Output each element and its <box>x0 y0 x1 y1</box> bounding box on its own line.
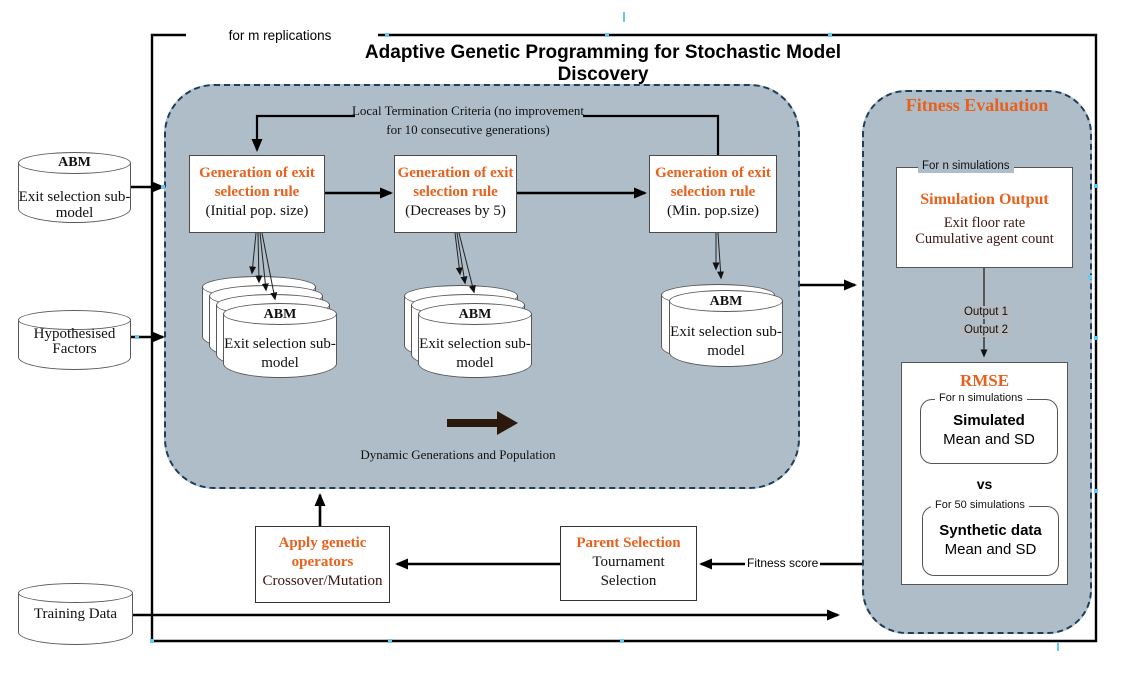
abm-submodel-cylinder: ABM Exit selection sub- model <box>18 152 131 223</box>
abm-stack-3: ABM Exit selection sub- model <box>661 284 784 368</box>
simulated-line: Mean and SD <box>943 431 1035 448</box>
selection-handle <box>161 185 165 189</box>
cylinder-top-ellipse <box>18 310 131 330</box>
generation-box-1: Generation of exit selection rule (Initi… <box>189 155 325 233</box>
termination-line-1: Local Termination Criteria (no improveme… <box>351 103 585 118</box>
rmse-title: RMSE <box>959 371 1010 390</box>
cylinder-body <box>18 594 133 645</box>
generation-box-note: (Initial pop. size) <box>205 203 309 219</box>
simulated-fieldset: For n simulations Simulated Mean and SD <box>920 392 1058 464</box>
replication-loop-label: for m replications <box>228 28 332 43</box>
generation-box-note: (Min. pop.size) <box>666 203 760 219</box>
abm-stack-1: ABM Exit selection sub- model <box>202 276 338 379</box>
rmse-box: RMSE For n simulations Simulated Mean an… <box>901 362 1068 585</box>
cylinder-text: Training Data <box>33 606 118 622</box>
cylinder-header: ABM <box>263 307 297 322</box>
abm-stack-2: ABM Exit selection sub- model <box>404 285 533 379</box>
hypothesised-factors-cylinder: Hypothesised Factors <box>18 310 131 370</box>
synthetic-legend: For 50 simulations <box>931 499 1029 512</box>
parent-selection-title: Parent Selection <box>576 535 681 551</box>
cylinder-text: model <box>707 343 745 359</box>
selection-handle <box>150 639 154 643</box>
termination-line-2: for 10 consecutive generations) <box>386 122 550 137</box>
generation-box-2: Generation of exit selection rule (Decre… <box>394 155 517 233</box>
cylinder-text: model <box>456 355 494 371</box>
vs-label: vs <box>976 476 993 492</box>
sim-output-legend: For n simulations <box>918 160 1014 173</box>
simulation-output-line: Cumulative agent count <box>915 231 1054 247</box>
cylinder-text: Hypothesised <box>33 326 116 342</box>
selection-handle <box>623 12 625 22</box>
generation-box-title: selection rule <box>670 184 756 200</box>
termination-criteria-text: Local Termination Criteria (no improveme… <box>336 101 600 139</box>
cylinder-text: Exit selection sub- <box>670 324 782 340</box>
selection-handle <box>385 33 389 37</box>
abm-stack-1-front: ABM Exit selection sub- model <box>223 303 337 378</box>
selection-handle <box>1057 642 1059 651</box>
dynamic-generations-caption: Dynamic Generations and Population <box>360 447 556 462</box>
simulated-legend: For n simulations <box>935 392 1027 405</box>
output-1-chip: Output 1 <box>960 306 1012 319</box>
simulation-output-box: Simulation Output Exit floor rate Cumula… <box>896 167 1073 268</box>
simulated-title: Simulated <box>953 412 1025 429</box>
cylinder-header: ABM <box>458 307 492 322</box>
parent-selection-box: Parent Selection Tournament Selection <box>560 526 697 601</box>
cylinder-text: Exit selection sub- <box>18 189 131 205</box>
cylinder-text: Exit selection sub- <box>224 336 336 352</box>
generation-box-title: Generation of exit <box>655 165 771 181</box>
selection-handle <box>1088 275 1092 279</box>
generation-box-note: (Decreases by 5) <box>405 203 506 219</box>
apply-operators-note: Crossover/Mutation <box>262 573 383 589</box>
generation-box-3: Generation of exit selection rule (Min. … <box>649 155 777 233</box>
training-data-cylinder: Training Data <box>18 583 133 645</box>
apply-operators-box: Apply genetic operators Crossover/Mutati… <box>255 526 390 603</box>
selection-handle <box>1094 489 1098 493</box>
fitness-evaluation-title: Fitness Evaluation <box>905 95 1049 115</box>
cylinder-header: ABM <box>709 294 743 309</box>
generation-box-title: Generation of exit <box>199 165 315 181</box>
fitness-score-label: Fitness score <box>745 556 821 570</box>
selection-handle <box>1094 336 1098 340</box>
selection-handle <box>388 639 392 643</box>
synthetic-line: Mean and SD <box>944 541 1037 558</box>
selection-handle <box>828 33 832 37</box>
synthetic-fieldset: For 50 simulations Synthetic data Mean a… <box>922 499 1059 576</box>
output-labels: Output 1 Output 2 <box>940 302 1032 338</box>
cylinder-text: model <box>261 355 299 371</box>
selection-handle <box>605 33 609 37</box>
simulation-output-title: Simulation Output <box>920 191 1049 208</box>
selection-handle <box>135 335 139 339</box>
generation-box-title: Generation of exit <box>397 165 514 181</box>
output-2-chip: Output 2 <box>960 324 1012 337</box>
parent-selection-line: Tournament <box>592 554 665 570</box>
synthetic-title: Synthetic data <box>939 522 1042 539</box>
parent-selection-line: Selection <box>600 573 657 589</box>
generation-box-title: selection rule <box>214 184 300 200</box>
apply-operators-title: Apply genetic <box>278 535 367 551</box>
apply-operators-title: operators <box>291 554 354 570</box>
selection-handle <box>620 639 624 643</box>
abm-stack-3-front: ABM Exit selection sub- model <box>669 290 783 367</box>
cylinder-text: Factors <box>52 341 97 357</box>
abm-stack-2-front: ABM Exit selection sub- model <box>418 303 532 378</box>
page-title: Adaptive Genetic Programming for Stochas… <box>364 42 842 85</box>
cylinder-text: model <box>55 205 94 221</box>
cylinder-top-ellipse <box>18 152 131 174</box>
generation-box-title: selection rule <box>413 184 498 200</box>
cylinder-header: ABM <box>58 155 91 170</box>
selection-handle <box>1094 184 1098 188</box>
cylinder-top-ellipse <box>18 583 133 603</box>
cylinder-text: Exit selection sub- <box>419 336 531 352</box>
